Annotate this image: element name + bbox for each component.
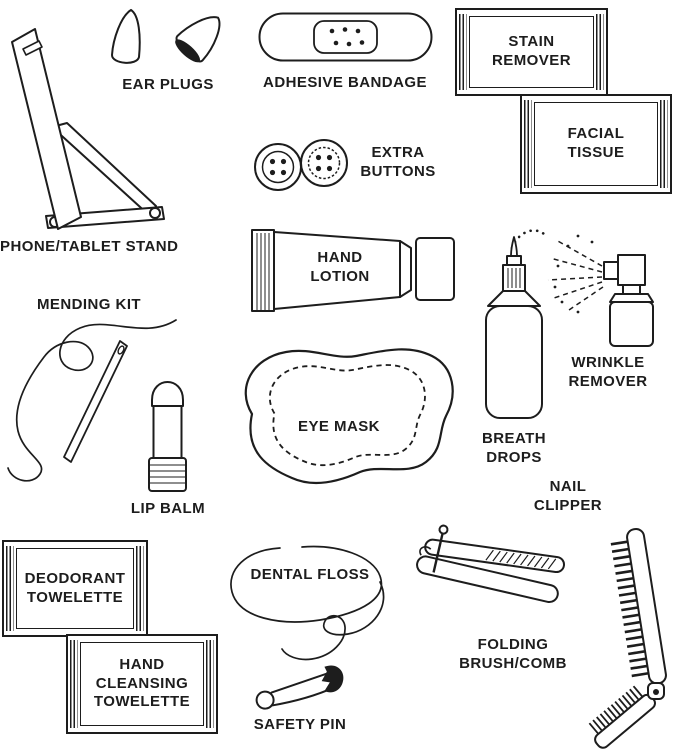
breath-drops-icon: [485, 229, 546, 419]
safety-pin-label: SAFETY PIN: [253, 716, 347, 733]
stain-remover-packet: STAIN REMOVER: [455, 8, 608, 96]
wrinkle-remover-icon: [547, 234, 654, 347]
packet-edge-hatch: [596, 14, 604, 90]
packet-edge-hatch: [206, 640, 214, 728]
safety-pin-icon: [255, 665, 344, 710]
folding-brush-comb-icon: [588, 528, 667, 749]
breath-drops-label: BREATH DROPS: [481, 430, 547, 466]
ear-plugs-label: EAR PLUGS: [122, 76, 214, 93]
nail-clipper-label: NAIL CLIPPER: [533, 478, 603, 514]
facial-tissue-label: FACIAL TISSUE: [567, 125, 625, 161]
mending-kit-icon: [7, 319, 177, 482]
dental-floss-label: DENTAL FLOSS: [250, 566, 370, 583]
packet-edge-hatch: [136, 546, 144, 631]
lip-balm-icon: [148, 381, 187, 492]
hand-lotion-icon: [251, 229, 455, 312]
deodorant-towelette-packet: DEODORANT TOWELETTE: [2, 540, 148, 637]
facial-tissue-packet: FACIAL TISSUE: [520, 94, 672, 194]
hand-cleansing-towelette-packet: HAND CLEANSING TOWELETTE: [66, 634, 218, 734]
hand-lotion-label: HAND LOTION: [310, 249, 370, 285]
eye-mask-icon: [244, 348, 454, 484]
phone-tablet-stand-icon: [11, 28, 165, 230]
packet-edge-hatch: [524, 100, 532, 188]
phone-tablet-stand-label: PHONE/TABLET STAND: [0, 238, 179, 255]
deodorant-towelette-label: DEODORANT TOWELETTE: [24, 569, 126, 606]
lip-balm-label: LIP BALM: [130, 500, 206, 517]
hand-cleansing-towelette-label: HAND CLEANSING TOWELETTE: [93, 655, 191, 711]
eye-mask-label: EYE MASK: [298, 418, 380, 435]
packet-edge-hatch: [459, 14, 467, 90]
adhesive-bandage-label: ADHESIVE BANDAGE: [263, 74, 427, 91]
ear-plugs-icon: [110, 8, 221, 64]
nail-clipper-icon: [416, 524, 565, 604]
folding-brush-comb-label: FOLDING BRUSH/COMB: [459, 636, 567, 672]
extra-buttons-icon: [254, 139, 348, 191]
adhesive-bandage-icon: [258, 12, 433, 62]
stain-remover-label: STAIN REMOVER: [492, 33, 571, 69]
extra-buttons-label: EXTRA BUTTONS: [360, 144, 436, 180]
packet-edge-hatch: [660, 100, 668, 188]
packet-edge-hatch: [6, 546, 14, 631]
mending-kit-label: MENDING KIT: [36, 296, 142, 313]
packet-edge-hatch: [70, 640, 78, 728]
dental-floss-icon: [230, 545, 385, 661]
wrinkle-remover-label: WRINKLE REMOVER: [568, 354, 648, 390]
